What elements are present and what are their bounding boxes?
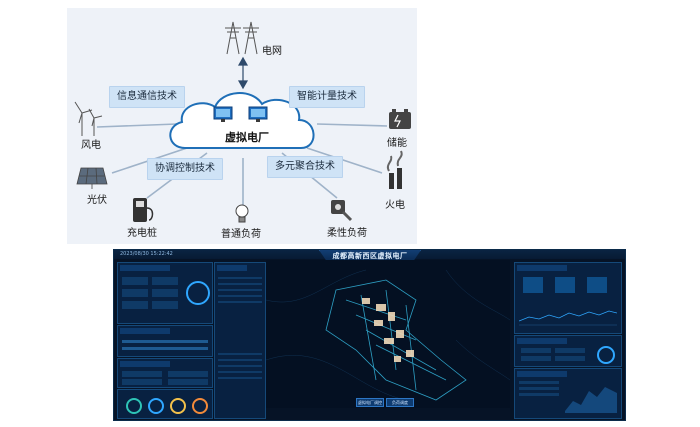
solar-panel-icon [76, 167, 108, 189]
flexible-load-icon [331, 200, 353, 222]
dashboard-title: 成都高新西区虚拟电厂 [332, 252, 408, 260]
virtual-power-plant-diagram: 电网 风电 储能 光伏 火电 充电桩 普通负荷 柔性负荷 虚拟电厂 信息通信技术… [67, 8, 417, 244]
solar-label: 光伏 [87, 195, 107, 206]
left-panel-overview [117, 262, 213, 324]
transmission-tower-icon [225, 21, 259, 55]
diagram-connectors [74, 21, 411, 223]
panel-header [120, 361, 170, 367]
right-panel-status [514, 335, 622, 367]
battery-storage-icon [389, 109, 411, 129]
district-map[interactable]: 虚拟电厂调控 负荷调度 [265, 260, 511, 408]
left-panel-resources [117, 358, 213, 388]
wind-label: 风电 [81, 140, 101, 151]
right-area-chart [565, 387, 617, 413]
cloud-shape [169, 92, 315, 149]
charger-label: 充电桩 [127, 228, 157, 239]
left-panel-list [214, 262, 266, 419]
thermal-label: 火电 [385, 200, 405, 211]
panel-header [120, 328, 170, 334]
normal-load-label: 普通负荷 [221, 229, 261, 240]
tech-smart-metering: 智能计量技术 [289, 86, 365, 108]
right-trend-chart [519, 310, 617, 326]
right-panel-chart [514, 368, 622, 419]
tech-info-comm: 信息通信技术 [109, 86, 185, 108]
panel-header [517, 265, 567, 271]
charging-pile-icon [133, 198, 154, 222]
light-bulb-icon [235, 204, 249, 223]
storage-label: 储能 [387, 138, 407, 149]
load-dispatch-button[interactable]: 负荷调度 [386, 398, 414, 407]
map-roads [265, 269, 511, 401]
monitor-icons [213, 106, 268, 122]
vpp-control-button[interactable]: 虚拟电厂调控 [356, 398, 384, 407]
left-panel-trend [117, 325, 213, 357]
tech-multi-aggregation: 多元聚合技术 [267, 156, 343, 178]
panel-header [517, 338, 567, 344]
thermal-plant-icon [386, 150, 403, 189]
panel-header [517, 371, 567, 377]
panel-header [217, 265, 247, 271]
panel-header [120, 265, 170, 271]
dashboard-timestamp: 2023/08/30 15:22:42 [120, 251, 173, 257]
left-panel-gauges [117, 389, 213, 419]
wind-turbine-icon [74, 101, 103, 136]
tech-coordination-control: 协调控制技术 [147, 158, 223, 180]
virtual-power-plant-title: 虚拟电厂 [225, 131, 269, 144]
flexible-load-label: 柔性负荷 [327, 228, 367, 239]
right-panel-metrics [514, 262, 622, 334]
grid-label: 电网 [262, 46, 282, 57]
vpp-dashboard-screenshot: 2023/08/30 15:22:42 成都高新西区虚拟电厂 [113, 249, 626, 421]
